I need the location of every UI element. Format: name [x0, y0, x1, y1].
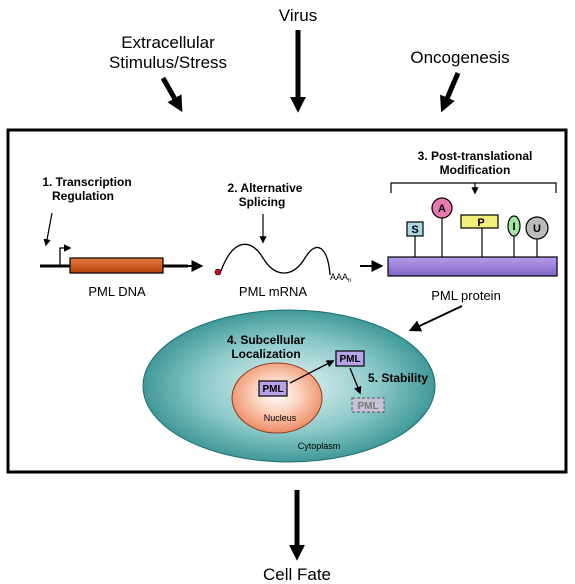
pml-cytoplasmic-label: PML: [339, 354, 360, 365]
ptm-bracket: [390, 182, 557, 193]
stress-label-line2: Stimulus/Stress: [109, 53, 227, 72]
mrna-cap-icon: [214, 268, 222, 276]
degradation-arrow: [349, 367, 362, 395]
acetylation-letter: A: [438, 203, 446, 215]
sumoylation-icon: [406, 221, 424, 237]
nucleus-label: Nucleus: [264, 413, 297, 423]
phosphorylation-icon: [460, 214, 499, 229]
regulation-frame: [6, 128, 568, 474]
stress-arrow: [160, 76, 183, 113]
pml-degraded-label: PML: [357, 401, 378, 412]
pml-protein-label: PML protein: [431, 288, 501, 303]
pml-nuclear-box: [258, 380, 288, 397]
mrna-strand: [220, 243, 331, 276]
pml-gene-bar: [69, 257, 164, 274]
cell-fate-label: Cell Fate: [263, 565, 331, 584]
pml-mrna-label: PML mRNA: [239, 284, 307, 299]
pml-nuclear-label: PML: [262, 384, 283, 395]
transcription-label-line2: Regulation: [52, 189, 114, 203]
cytoplasm-label: Cytoplasm: [298, 441, 341, 451]
localization-label-line1: 4. Subcellular: [227, 333, 305, 347]
pml-cytoplasmic-box: [335, 350, 365, 367]
phosphorylation-letter: P: [477, 217, 484, 229]
pml-degraded-box: [351, 397, 385, 413]
sumoylation-letter: S: [411, 224, 418, 236]
localization-label-line2: Localization: [231, 347, 300, 361]
pml-dna-label: PML DNA: [88, 284, 146, 299]
acetylation-icon: [431, 197, 453, 219]
nuclear-export-arrow: [289, 360, 335, 384]
transcription-pointer: [43, 212, 53, 247]
pml-protein-bar: [387, 256, 558, 277]
protein-to-cell-arrow: [408, 305, 463, 332]
stress-label-line1: Extracellular: [121, 33, 215, 52]
transcription-label-line1: 1. Transcription: [42, 175, 131, 189]
isgylation-letter: I: [512, 221, 515, 233]
promoter-arrow-icon: [59, 244, 72, 266]
ubiquitination-icon: [525, 216, 549, 240]
ubiquitination-letter: U: [533, 223, 541, 235]
oncogenesis-arrow: [440, 72, 461, 113]
isgylation-icon: [507, 215, 521, 237]
oncogenesis-label: Oncogenesis: [410, 48, 509, 67]
splicing-label-line2: Splicing: [239, 195, 286, 209]
ptm-label-line2: Modification: [440, 163, 511, 177]
polya-tail-label: AAAn: [330, 272, 351, 284]
stability-label: 5. Stability: [368, 371, 428, 385]
splicing-label-line1: 2. Alternative: [228, 181, 303, 195]
ptm-label-line1: 3. Post-translational: [418, 149, 533, 163]
cell-nucleus: [231, 362, 323, 434]
virus-label: Virus: [279, 6, 317, 25]
